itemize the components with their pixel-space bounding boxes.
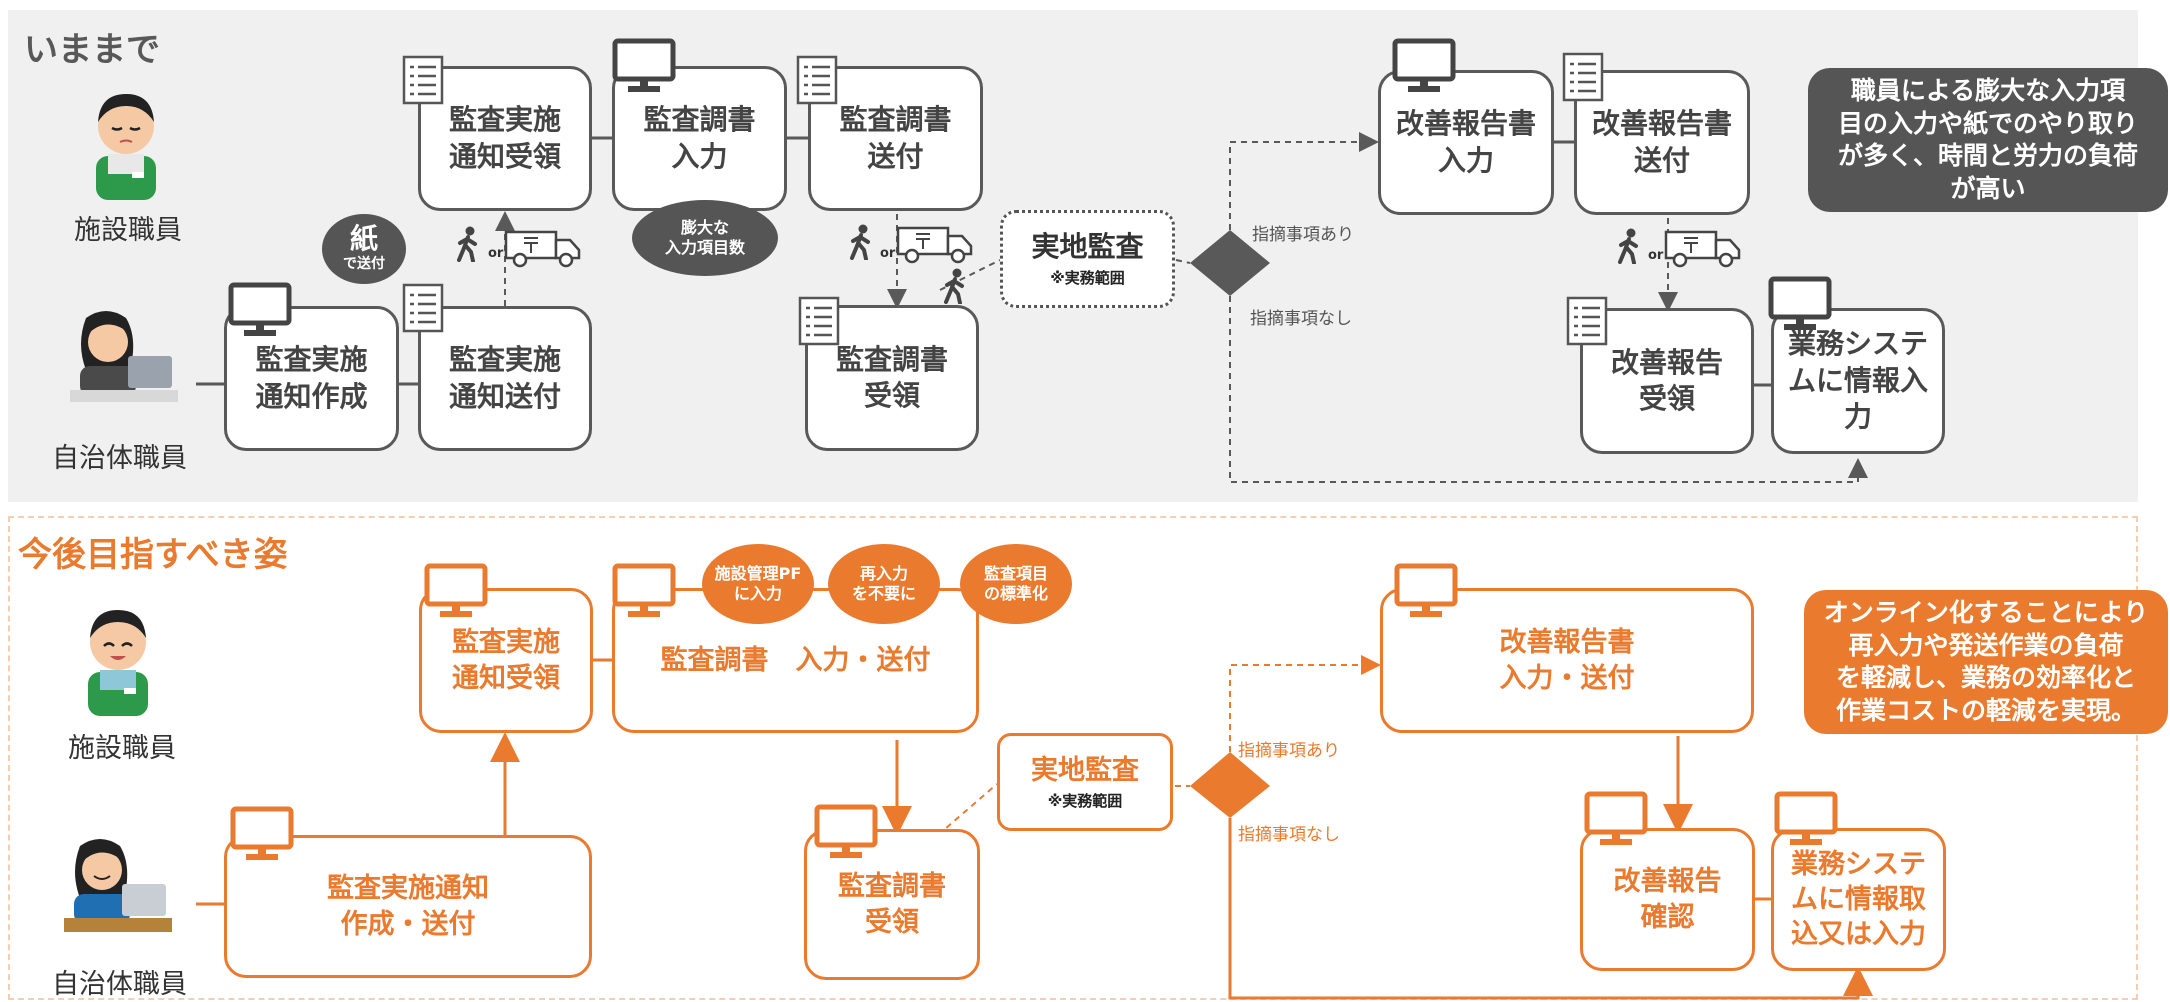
- facility-staff-label-future: 施設職員: [68, 733, 176, 764]
- site-audit-note: ※実務範囲: [1050, 269, 1125, 288]
- document-icon: [1566, 296, 1608, 350]
- box-system-input: 業務システ ムに情報入 力: [1771, 308, 1945, 454]
- branch-yes-label-future: 指摘事項あり: [1238, 741, 1340, 761]
- walking-person-icon: [1616, 228, 1642, 268]
- walking-person-icon: [455, 226, 481, 266]
- box-report-receive-future: 監査調書 受領: [804, 829, 980, 980]
- monitor-icon: [612, 38, 676, 98]
- box-improve-input: 改善報告書 入力: [1378, 70, 1554, 215]
- monitor-icon: [1392, 38, 1456, 98]
- monitor-icon: [1768, 276, 1832, 336]
- bubble-item-standardization: 監査項目 の標準化: [960, 544, 1072, 624]
- box-notice-create-send-future: 監査実施通知 作成・送付: [224, 835, 592, 978]
- box-site-audit-future: 実地監査 ※実務範囲: [997, 733, 1173, 831]
- box-report-input: 監査調書 入力: [612, 66, 787, 211]
- document-icon: [402, 55, 444, 109]
- site-audit-note-future: ※実務範囲: [1047, 791, 1123, 810]
- facility-staff-label: 施設職員: [74, 215, 182, 246]
- municipal-staff-label-future: 自治体職員: [52, 969, 187, 1000]
- delivery-truck-icon: [504, 228, 582, 272]
- document-icon: [796, 55, 838, 109]
- box-improve-receive: 改善報告 受領: [1580, 308, 1754, 454]
- paper-send-bubble: 紙 で送付: [322, 214, 406, 284]
- paper-bubble-small: で送付: [343, 256, 385, 272]
- municipal-staff-smiling-icon: [60, 836, 176, 940]
- site-audit-title: 実地監査: [1031, 230, 1144, 264]
- monitor-icon: [424, 563, 488, 623]
- document-icon: [798, 296, 840, 350]
- monitor-icon: [228, 282, 292, 342]
- branch-no-label: 指摘事項なし: [1250, 309, 1352, 329]
- delivery-truck-icon: [1664, 228, 1742, 272]
- monitor-icon: [1584, 791, 1648, 851]
- current-section-title: いままで: [24, 30, 160, 70]
- volume-bubble: 膨大な 入力項目数: [632, 200, 778, 276]
- box-report-receive: 監査調書 受領: [805, 305, 979, 451]
- delivery-truck-icon: [896, 224, 974, 268]
- current-problem-callout: 職員による膨大な入力項 目の入力や紙でのやり取り が多く、時間と労力の負荷 が高…: [1808, 68, 2168, 212]
- box-improve-send: 改善報告書 送付: [1574, 70, 1750, 215]
- municipal-staff-worried-icon: [66, 308, 182, 412]
- municipal-staff-label: 自治体職員: [52, 443, 187, 474]
- or-label: or: [880, 246, 896, 261]
- monitor-icon: [612, 563, 676, 623]
- box-site-audit: 実地監査 ※実務範囲: [1000, 210, 1175, 308]
- box-notice-send: 監査実施 通知送付: [418, 306, 592, 451]
- walking-person-icon: [848, 224, 874, 264]
- or-label: or: [1648, 248, 1664, 263]
- bubble-no-reentry: 再入力 を不要に: [828, 544, 940, 624]
- box-notice-receive-future: 監査実施 通知受領: [419, 588, 593, 733]
- box-system-import-future: 業務システ ムに情報取 込又は入力: [1771, 828, 1946, 971]
- bubble-facility-pf-input: 施設管理PF に入力: [702, 544, 814, 624]
- paper-bubble-big: 紙: [349, 222, 378, 255]
- box-notice-receive: 監査実施 通知受領: [418, 66, 592, 211]
- monitor-icon: [230, 806, 294, 866]
- monitor-icon: [1774, 791, 1838, 851]
- document-icon: [402, 283, 444, 337]
- site-audit-title-future: 実地監査: [1031, 754, 1139, 786]
- facility-staff-smiling-icon: [80, 604, 156, 720]
- walking-person-icon: [942, 268, 968, 308]
- branch-no-label-future: 指摘事項なし: [1238, 825, 1340, 845]
- future-section-title: 今後目指すべき姿: [18, 535, 288, 575]
- future-benefit-callout: オンライン化することにより 再入力や発送作業の負荷 を軽減し、業務の効率化と 作…: [1804, 590, 2168, 734]
- box-improve-input-send-future: 改善報告書 入力・送付: [1380, 588, 1754, 733]
- branch-yes-label: 指摘事項あり: [1252, 225, 1354, 245]
- or-label: or: [488, 246, 504, 261]
- facility-staff-tired-icon: [88, 88, 164, 204]
- monitor-icon: [814, 804, 878, 864]
- monitor-icon: [1394, 563, 1458, 623]
- box-improve-confirm-future: 改善報告 確認: [1580, 828, 1755, 971]
- document-icon: [1562, 52, 1604, 106]
